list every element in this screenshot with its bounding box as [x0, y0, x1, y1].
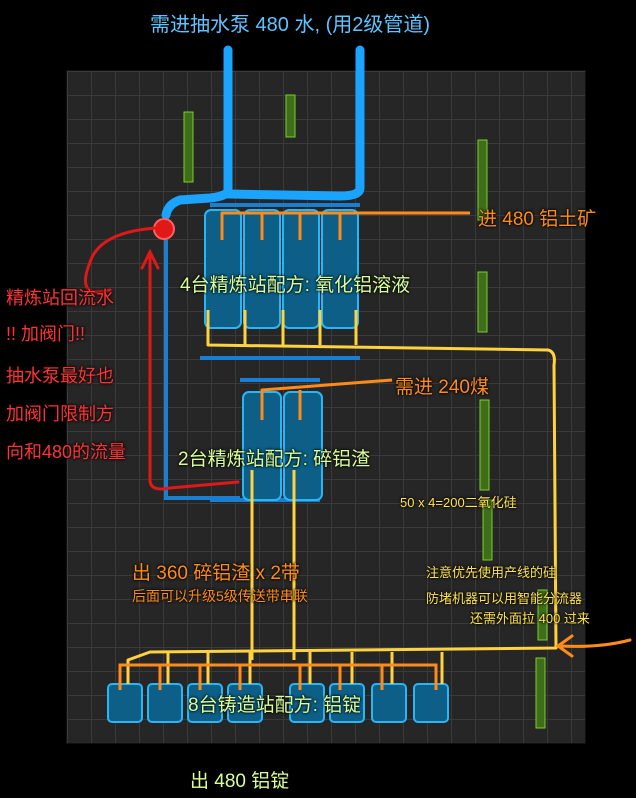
refinery-top-label: 4台精炼站配方: 氧化铝溶液	[180, 275, 411, 296]
foundry-group	[107, 683, 449, 723]
foundation-marker	[285, 94, 296, 138]
water-pipe-right	[223, 45, 365, 201]
foundry-machine	[289, 683, 325, 723]
pump-note: 需进抽水泵 480 水, (用2级管道)	[150, 14, 431, 36]
foundation-marker	[535, 657, 546, 729]
red-note-line: 加阀门限制方	[6, 404, 114, 424]
foundation-marker	[537, 589, 548, 641]
foundry-machine	[371, 683, 407, 723]
foundry-machine	[227, 683, 263, 723]
foundry-feed-belt	[118, 663, 438, 690]
factory-floor-grid	[66, 70, 586, 744]
refinery-top-group	[204, 209, 359, 329]
coal-input-label: 需进 240煤	[395, 377, 489, 398]
foundation-marker	[477, 271, 488, 333]
red-note-line: 向和480的流量	[6, 442, 127, 462]
foundry-machine	[329, 683, 365, 723]
silica-note: 注意优先使用产线的硅	[426, 565, 557, 580]
final-output-label: 出 480 铝锭	[190, 771, 290, 792]
foundation-marker	[477, 139, 488, 221]
coal-belt	[260, 378, 393, 420]
foundry-machine	[413, 683, 449, 723]
refinery-machine	[321, 209, 359, 329]
refinery-mid-label: 2台精炼站配方: 碎铝渣	[178, 449, 371, 470]
water-pipes	[161, 45, 365, 220]
red-arrow-annotation	[84, 226, 240, 491]
silica-calc: 50 x 4=200二氧化硅	[400, 495, 517, 510]
foundation-markers	[183, 94, 548, 729]
bauxite-input-label: 进 480 铝土矿	[478, 209, 597, 230]
scrap-belts	[250, 470, 296, 660]
refinery-machine	[204, 209, 242, 329]
foundry-machine	[107, 683, 143, 723]
red-note-line: 精炼站回流水	[6, 288, 114, 308]
silica-note: 还需外面拉 400 过来	[470, 611, 590, 626]
foundry-machine	[147, 683, 183, 723]
red-note-line: 抽水泵最好也	[6, 366, 114, 386]
foundation-marker	[479, 399, 490, 491]
bauxite-belt	[220, 211, 470, 240]
refinery-machine	[282, 209, 320, 329]
foundry-machine	[187, 683, 223, 723]
refinery-machine	[243, 209, 281, 329]
water-pipe-left	[161, 45, 233, 220]
scrap-output-label: 出 360 碎铝渣 x 2带	[132, 563, 300, 584]
foundation-marker	[183, 111, 194, 183]
foundry-label: 8台铸造站配方: 铝锭	[188, 695, 362, 716]
scrap-output-sub: 后面可以升级5级传送带串联	[132, 588, 308, 604]
silica-note: 防堵机器可以用智能分流器	[426, 591, 583, 606]
orange-arrow-annotation	[555, 634, 632, 658]
foundation-marker	[482, 499, 493, 561]
silica-belt	[126, 310, 558, 684]
red-note-line: !! 加阀门!!	[6, 324, 86, 344]
